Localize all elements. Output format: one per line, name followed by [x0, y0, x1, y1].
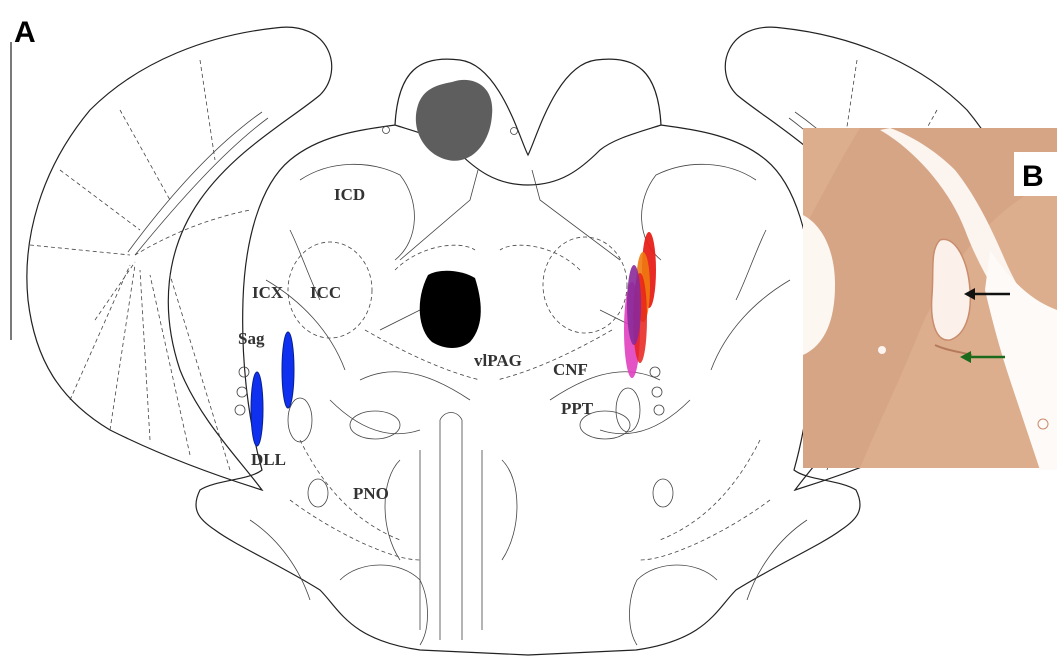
- aqueduct: [420, 271, 481, 348]
- marker-blue-2: [251, 372, 263, 446]
- label-icc: ICC: [310, 283, 341, 302]
- bottom-lobes: [250, 520, 807, 645]
- left-lobe-fold: [128, 112, 268, 255]
- nucleus-left-2: [288, 398, 312, 442]
- histology-photo: B: [803, 128, 1057, 470]
- vessel-dot-1: [878, 346, 886, 354]
- midbrain-outline: [196, 125, 860, 655]
- label-icx: ICX: [252, 283, 284, 302]
- label-vlpag: vlPAG: [474, 351, 522, 370]
- label-dll: DLL: [251, 450, 286, 469]
- icc-right-region: [543, 237, 627, 333]
- nucleus-right-1: [653, 479, 673, 507]
- label-sag: Sag: [238, 329, 265, 348]
- marker-purple: [627, 265, 641, 345]
- nucleus-right-2: [616, 388, 640, 432]
- panel-b-letter: B: [1022, 160, 1044, 193]
- label-pno: PNO: [353, 484, 389, 503]
- small-circle-left: [383, 127, 390, 134]
- label-cnf: CNF: [553, 360, 588, 379]
- marker-blue-1: [282, 332, 294, 408]
- lateral-dots-left: [235, 367, 249, 415]
- lateral-dots-right: [650, 367, 664, 415]
- left-lobe-outline: [27, 27, 332, 490]
- left-lobe-divisions: [30, 60, 250, 470]
- small-circle-right: [511, 128, 518, 135]
- pons-midline: [385, 413, 517, 641]
- nucleus-left-1: [308, 479, 328, 507]
- label-ppt: PPT: [561, 399, 594, 418]
- label-icd: ICD: [334, 185, 365, 204]
- dorsal-mass: [416, 80, 492, 161]
- nucleus-left-3: [350, 411, 400, 439]
- panel-a-letter: A: [14, 16, 36, 49]
- inner-colliculus-right: [642, 164, 790, 370]
